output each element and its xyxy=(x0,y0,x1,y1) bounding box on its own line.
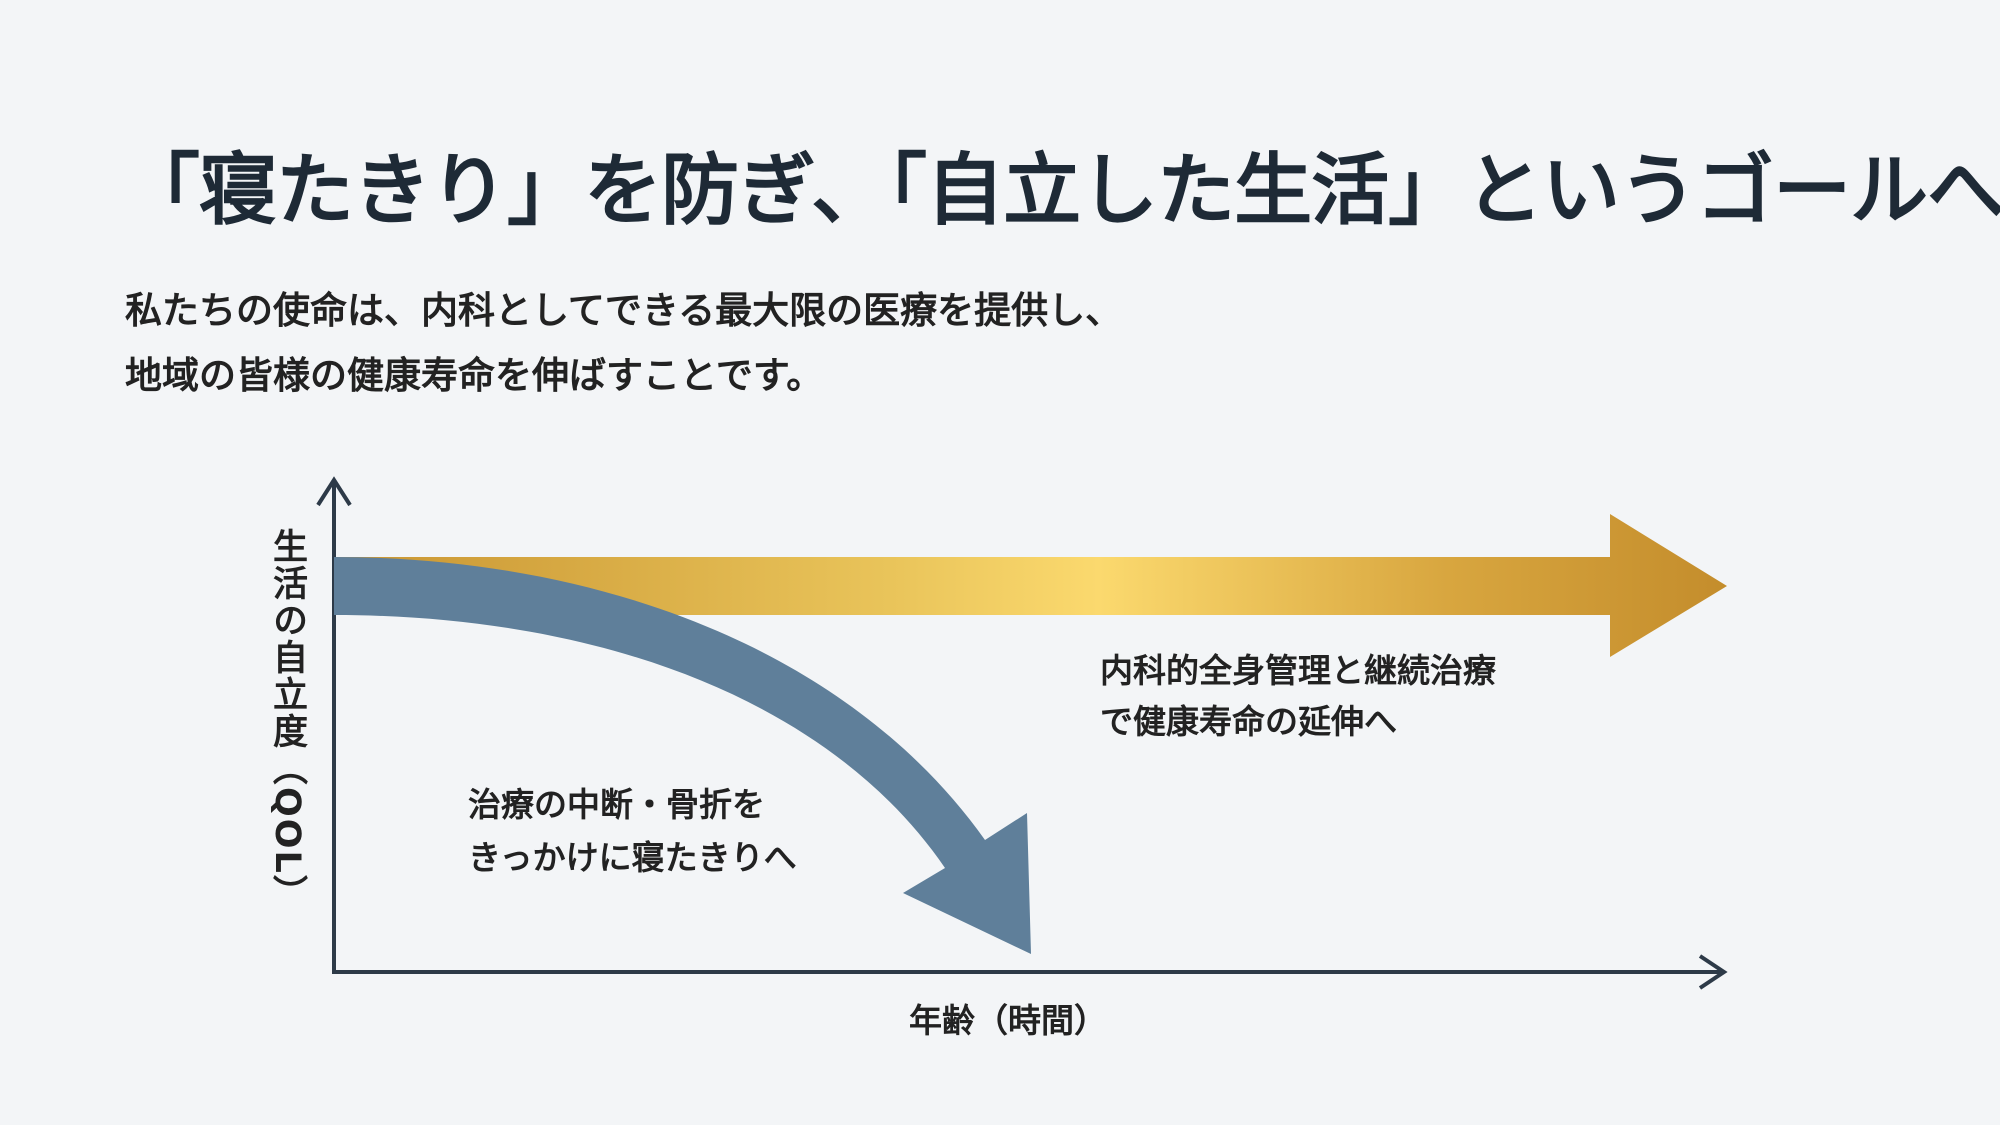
page-title: 「寝たきり」を防ぎ、「自立した生活」というゴールへ xyxy=(122,146,2000,236)
decline-label-line-1: 治療の中断・骨折を xyxy=(468,785,765,824)
mission-text-line-2: 地域の皆様の健康寿命を伸ばすことです。 xyxy=(125,354,824,397)
y-axis xyxy=(316,476,352,972)
x-axis xyxy=(332,954,1728,990)
gold-path-label-line-2: で健康寿命の延伸へ xyxy=(1100,702,1397,741)
y-axis-label: 生活の自立度（QOL） xyxy=(267,528,307,912)
gold-path-label-line-1: 内科的全身管理と継続治療 xyxy=(1100,651,1497,690)
mission-text-line-1: 私たちの使命は、内科としてできる最大限の医療を提供し、 xyxy=(125,289,1123,332)
x-axis-arrow-icon xyxy=(1698,954,1728,990)
y-axis-arrow-icon xyxy=(316,476,352,507)
gold-improvement-arrow xyxy=(334,514,1727,657)
x-axis-label: 年齢（時間） xyxy=(909,1001,1107,1040)
decline-arrow xyxy=(334,557,1031,954)
decline-label-line-2: きっかけに寝たきりへ xyxy=(468,838,797,877)
